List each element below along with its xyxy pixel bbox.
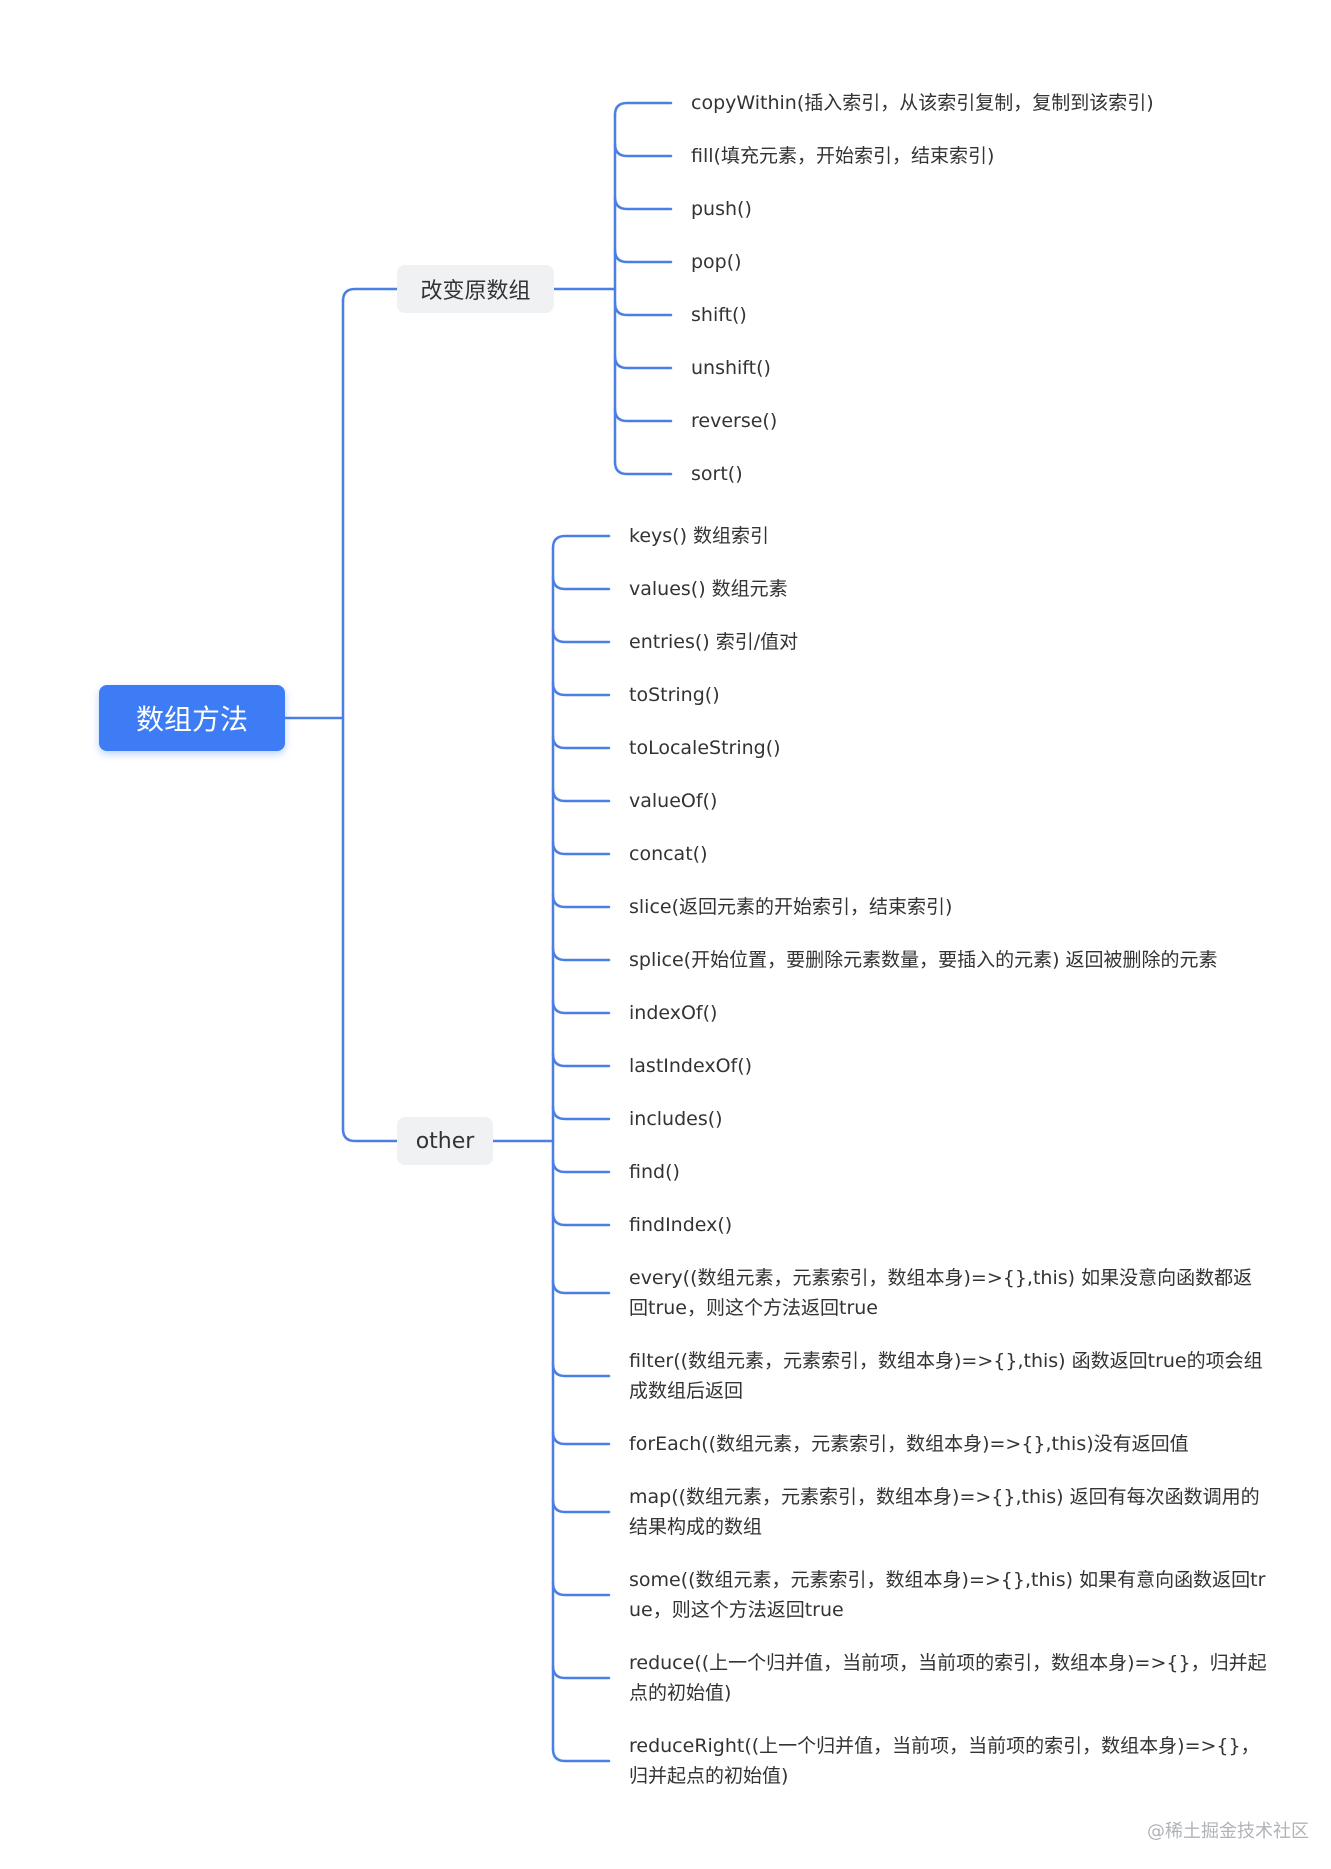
- leaf-slice[interactable]: slice(返回元素的开始索引，结束索引): [629, 896, 953, 918]
- branch-node-label: other: [415, 1128, 475, 1154]
- leaf-valueof[interactable]: valueOf(): [629, 790, 718, 812]
- leaf-shift[interactable]: shift(): [691, 304, 747, 326]
- other-connector-edge-3: [551, 681, 611, 697]
- leaf-find[interactable]: find(): [629, 1161, 680, 1183]
- leaf-push[interactable]: push(): [691, 198, 752, 220]
- other-connector-edge-15: [551, 1362, 611, 1378]
- other-connector-edge-1: [551, 575, 611, 591]
- leaf-foreach[interactable]: forEach((数组元素，元素索引，数组本身)=>{},this)没有返回值: [629, 1433, 1189, 1455]
- other-connector-edge-18: [551, 1581, 611, 1597]
- leaf-some[interactable]: some((数组元素，元素索引，数组本身)=>{},this) 如果有意向函数返…: [629, 1569, 1266, 1621]
- other-connector-edge-12: [551, 1158, 611, 1174]
- mutating-connector-edge-6: [613, 407, 673, 423]
- leaf-every[interactable]: every((数组元素，元素索引，数组本身)=>{},this) 如果没意向函数…: [629, 1267, 1253, 1319]
- root-node-array-methods[interactable]: 数组方法: [99, 685, 285, 751]
- leaf-keys[interactable]: keys() 数组索引: [629, 525, 770, 547]
- mutating-connector-edge-3: [613, 248, 673, 264]
- other-connector-edge-13: [551, 1211, 611, 1227]
- mutating-connector-edge-1: [613, 142, 673, 158]
- other-connector-edge-14: [551, 1279, 611, 1295]
- leaf-copywithin[interactable]: copyWithin(插入索引，从该索引复制，复制到该索引): [691, 92, 1154, 114]
- leaf-entries[interactable]: entries() 索引/值对: [629, 631, 799, 653]
- root-connector-edge-1: [341, 1127, 399, 1143]
- mutating-connector-edge-5: [613, 354, 673, 370]
- leaf-reverse[interactable]: reverse(): [691, 410, 778, 432]
- leaf-tolocalestring[interactable]: toLocaleString(): [629, 737, 781, 759]
- leaf-concat[interactable]: concat(): [629, 843, 708, 865]
- other-connector-edge-6: [551, 840, 611, 856]
- leaf-findindex[interactable]: findIndex(): [629, 1214, 733, 1236]
- leaf-reduceright[interactable]: reduceRight((上一个归并值，当前项，当前项的索引，数组本身)=>{}…: [629, 1735, 1260, 1787]
- leaf-fill[interactable]: fill(填充元素，开始索引，结束索引): [691, 145, 995, 167]
- leaf-sort[interactable]: sort(): [691, 463, 743, 485]
- watermark: @稀土掘金技术社区: [1147, 1821, 1309, 1842]
- mutating-connector-edge-2: [613, 195, 673, 211]
- leaf-map[interactable]: map((数组元素，元素索引，数组本身)=>{},this) 返回有每次函数调用…: [629, 1486, 1260, 1538]
- mutating-connector-edge-0: [613, 101, 673, 117]
- leaf-reduce[interactable]: reduce((上一个归并值，当前项，当前项的索引，数组本身)=>{}，归并起点…: [629, 1652, 1267, 1704]
- branch-node-label: 改变原数组: [420, 279, 531, 304]
- leaf-indexof[interactable]: indexOf(): [629, 1002, 718, 1024]
- leaf-unshift[interactable]: unshift(): [691, 357, 771, 379]
- leaf-pop[interactable]: pop(): [691, 251, 742, 273]
- leaf-values[interactable]: values() 数组元素: [629, 578, 788, 600]
- other-connector-edge-10: [551, 1052, 611, 1068]
- leaf-includes[interactable]: includes(): [629, 1108, 723, 1130]
- other-connector-edge-7: [551, 893, 611, 909]
- branch-node-mutating[interactable]: 改变原数组: [397, 265, 554, 313]
- other-connector-edge-2: [551, 628, 611, 644]
- other-connector-edge-17: [551, 1498, 611, 1514]
- leaf-lastindexof[interactable]: lastIndexOf(): [629, 1055, 753, 1077]
- root-node-label: 数组方法: [135, 703, 248, 736]
- leaf-filter[interactable]: filter((数组元素，元素索引，数组本身)=>{},this) 函数返回tr…: [629, 1350, 1263, 1402]
- root-connector-edge-0: [341, 287, 399, 303]
- other-connector-edge-16: [551, 1430, 611, 1446]
- other-connector-edge-4: [551, 734, 611, 750]
- other-connector-edge-19: [551, 1664, 611, 1680]
- mutating-connector-edge-4: [613, 301, 673, 317]
- leaf-splice[interactable]: splice(开始位置，要删除元素数量，要插入的元素) 返回被删除的元素: [629, 949, 1218, 971]
- other-connector-edge-9: [551, 999, 611, 1015]
- other-connector-edge-5: [551, 787, 611, 803]
- mutating-connector-edge-7: [613, 460, 673, 476]
- other-connector-edge-0: [551, 534, 611, 550]
- leaf-tostring[interactable]: toString(): [629, 684, 720, 706]
- branch-node-other[interactable]: other: [397, 1117, 493, 1165]
- other-connector-edge-11: [551, 1105, 611, 1121]
- other-connector-edge-20: [551, 1747, 611, 1763]
- other-connector-edge-8: [551, 946, 611, 962]
